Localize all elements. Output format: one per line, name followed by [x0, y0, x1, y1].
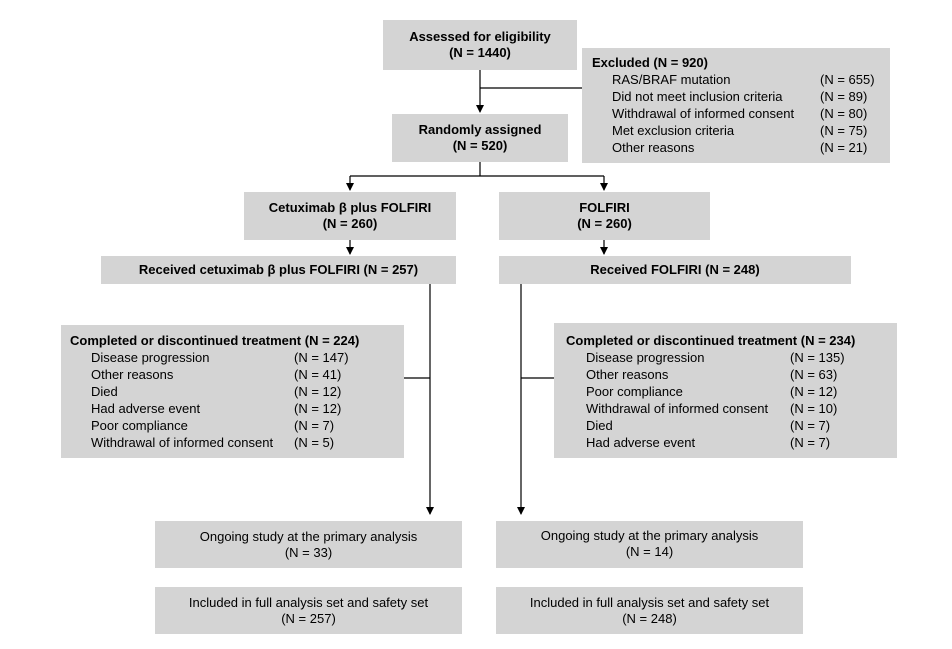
excluded-box: Excluded (N = 920) RAS/BRAF mutation (N …	[582, 48, 890, 163]
left-arm-count: (N = 260)	[322, 216, 378, 231]
right-arm-box: FOLFIRI (N = 260)	[499, 192, 710, 240]
right-completed-item-count: (N = 10)	[790, 401, 838, 416]
excluded-item-count: (N = 80)	[820, 106, 868, 121]
right-completed-item-label: Had adverse event	[586, 435, 696, 450]
right-completed-item-label: Died	[586, 418, 613, 433]
right-arm-title: FOLFIRI	[579, 200, 630, 215]
eligibility-title: Assessed for eligibility	[409, 29, 551, 44]
right-ongoing-title: Ongoing study at the primary analysis	[540, 528, 759, 543]
right-included-title: Included in full analysis set and safety…	[529, 595, 770, 610]
right-included-count: (N = 248)	[622, 611, 677, 626]
excluded-title: Excluded (N = 920)	[592, 55, 708, 70]
eligibility-count: (N = 1440)	[449, 45, 511, 60]
left-included-box: Included in full analysis set and safety…	[155, 587, 462, 634]
right-completed-item-label: Other reasons	[586, 367, 669, 382]
left-completed-item-label: Had adverse event	[91, 401, 201, 416]
right-completed-box: Completed or discontinued treatment (N =…	[554, 323, 897, 458]
randomized-title: Randomly assigned	[418, 122, 542, 137]
right-completed-item-count: (N = 7)	[790, 418, 831, 433]
right-completed-title: Completed or discontinued treatment (N =…	[566, 333, 856, 348]
right-completed-item-count: (N = 63)	[790, 367, 838, 382]
excluded-item-count: (N = 89)	[820, 89, 868, 104]
left-received-box: Received cetuximab β plus FOLFIRI (N = 2…	[101, 256, 456, 284]
left-completed-item-count: (N = 41)	[294, 367, 342, 382]
left-completed-title: Completed or discontinued treatment (N =…	[70, 333, 360, 348]
right-completed-item-count: (N = 12)	[790, 384, 838, 399]
excluded-item-label: Other reasons	[612, 140, 695, 155]
left-completed-item-label: Other reasons	[91, 367, 174, 382]
right-completed-item-count: (N = 7)	[790, 435, 831, 450]
left-completed-item-label: Withdrawal of informed consent	[91, 435, 274, 450]
excluded-item-label: Withdrawal of informed consent	[612, 106, 795, 121]
left-completed-item-count: (N = 12)	[294, 401, 342, 416]
right-received-label: Received FOLFIRI (N = 248)	[590, 262, 760, 277]
left-completed-item-label: Died	[91, 384, 118, 399]
excluded-item-count: (N = 75)	[820, 123, 868, 138]
eligibility-box: Assessed for eligibility (N = 1440)	[383, 20, 577, 70]
excluded-item-count: (N = 655)	[820, 72, 875, 87]
randomized-count: (N = 520)	[452, 138, 508, 153]
left-arm-box: Cetuximab β plus FOLFIRI (N = 260)	[244, 192, 456, 240]
excluded-item-label: Met exclusion criteria	[612, 123, 735, 138]
left-ongoing-title: Ongoing study at the primary analysis	[199, 529, 418, 544]
excluded-item-label: Did not meet inclusion criteria	[612, 89, 783, 104]
left-ongoing-count: (N = 33)	[284, 545, 333, 560]
right-ongoing-box: Ongoing study at the primary analysis (N…	[496, 521, 803, 568]
left-completed-item-count: (N = 147)	[294, 350, 349, 365]
right-completed-item-label: Poor compliance	[586, 384, 683, 399]
right-included-box: Included in full analysis set and safety…	[496, 587, 803, 634]
left-completed-box: Completed or discontinued treatment (N =…	[61, 325, 404, 458]
right-completed-item-count: (N = 135)	[790, 350, 845, 365]
left-completed-item-count: (N = 12)	[294, 384, 342, 399]
left-included-count: (N = 257)	[281, 611, 336, 626]
left-arm-title: Cetuximab β plus FOLFIRI	[268, 200, 432, 215]
excluded-item-label: RAS/BRAF mutation	[612, 72, 731, 87]
excluded-item-count: (N = 21)	[820, 140, 868, 155]
left-completed-item-count: (N = 5)	[294, 435, 335, 450]
left-included-title: Included in full analysis set and safety…	[188, 595, 429, 610]
right-completed-item-label: Withdrawal of informed consent	[586, 401, 769, 416]
right-ongoing-count: (N = 14)	[625, 544, 674, 559]
left-received-label: Received cetuximab β plus FOLFIRI (N = 2…	[138, 262, 419, 277]
right-completed-item-label: Disease progression	[586, 350, 705, 365]
left-completed-item-label: Poor compliance	[91, 418, 188, 433]
left-ongoing-box: Ongoing study at the primary analysis (N…	[155, 521, 462, 568]
left-completed-item-count: (N = 7)	[294, 418, 335, 433]
right-received-box: Received FOLFIRI (N = 248)	[499, 256, 851, 284]
right-arm-count: (N = 260)	[577, 216, 632, 231]
left-completed-item-label: Disease progression	[91, 350, 210, 365]
randomized-box: Randomly assigned (N = 520)	[392, 114, 568, 162]
